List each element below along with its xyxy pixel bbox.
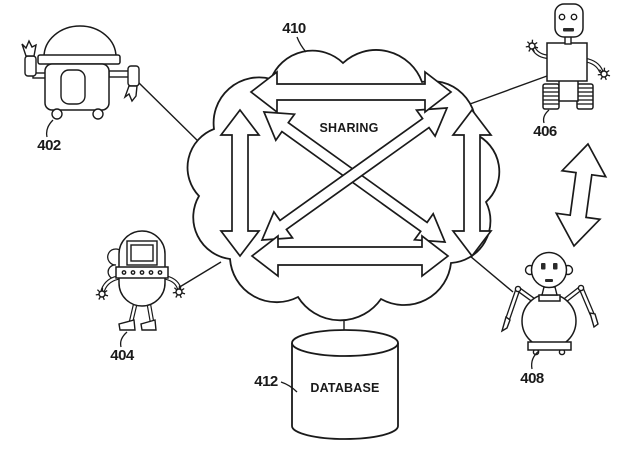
robot404-belt-rivets [121, 270, 163, 275]
ref-410: 410 [282, 20, 307, 53]
ref-402: 402 [37, 119, 61, 154]
robot404-right-hand [172, 285, 186, 299]
ref-404: 404 [110, 331, 135, 364]
robot402-door [60, 69, 86, 105]
robot402-left-claw [21, 39, 37, 57]
robot408-right-elbow-joint [577, 284, 585, 292]
robot406-head [554, 3, 584, 38]
robot-406 [525, 3, 611, 110]
robot406-eye-left [558, 13, 566, 21]
database-cylinder-body [291, 343, 399, 440]
link-robot404-cloud [177, 261, 222, 289]
ref-410-label: 410 [282, 20, 306, 37]
ref-412-leader [280, 381, 298, 393]
robot402-brim [37, 54, 121, 65]
ref-410-leader [296, 36, 307, 53]
arrow-horizontal-bottom [250, 234, 450, 278]
robot404-right-foot [140, 319, 157, 331]
ref-406: 406 [533, 109, 557, 140]
robot404-left-hand [95, 287, 109, 301]
ref-404-leader [119, 331, 128, 348]
cloud-title: SHARING [319, 121, 378, 135]
database-cylinder-top [291, 329, 399, 357]
database: DATABASE [291, 329, 399, 440]
robot406-tread-lines [543, 87, 593, 105]
arrow-vertical-right [451, 108, 493, 258]
robot404-screen-inner [130, 244, 154, 262]
robot402-right-hand [127, 65, 140, 87]
robot408-left-hand [500, 315, 511, 333]
database-title: DATABASE [310, 381, 379, 395]
ref-406-label: 406 [533, 123, 557, 140]
ref-408: 408 [520, 350, 544, 387]
ref-402-label: 402 [37, 137, 61, 154]
robot408-eye-left [541, 263, 546, 270]
robot402-dome [43, 25, 117, 58]
robot402-wheel-right [92, 108, 104, 120]
robot406-lower-body [558, 79, 579, 102]
link-robot402-cloud [136, 80, 204, 147]
arrow-vertical-standalone [554, 142, 608, 248]
ref-412-label: 412 [254, 373, 278, 390]
link-robot408-cloud [463, 250, 514, 293]
robot-404 [95, 230, 186, 331]
robot-408 [500, 251, 599, 356]
robot406-mouth [563, 28, 574, 32]
robot406-left-hand [525, 39, 539, 53]
robot402-left-forearm [24, 55, 37, 77]
robot-402 [21, 25, 140, 120]
robot408-shoulder-plate [538, 294, 561, 302]
link-robot406-cloud [469, 75, 548, 105]
arrow-horizontal-top [249, 70, 453, 114]
sharing-cloud: SHARING [186, 49, 501, 322]
robot408-head [530, 251, 568, 289]
arrow-diagonal-bltr [260, 107, 449, 241]
ref-406-leader [542, 109, 550, 124]
ref-408-leader [531, 350, 540, 370]
ref-408-label: 408 [520, 370, 544, 387]
robot406-eye-right [570, 13, 578, 21]
arrow-vertical-left [219, 108, 261, 258]
ref-402-leader [45, 119, 54, 138]
robot408-body [521, 293, 577, 349]
robot408-eye-right [553, 263, 558, 270]
robot402-wheel-left [51, 108, 63, 120]
robot406-right-hand [597, 67, 611, 81]
ref-404-label: 404 [110, 347, 135, 364]
robot408-base [527, 341, 572, 351]
robot408-right-hand [589, 312, 599, 329]
ref-412: 412 [254, 373, 298, 393]
robot404-left-foot [118, 319, 136, 331]
robot406-body [546, 42, 588, 82]
robot408-mouth [545, 279, 553, 282]
robot402-right-claw [123, 85, 138, 103]
robot408-left-elbow-joint [514, 285, 522, 293]
